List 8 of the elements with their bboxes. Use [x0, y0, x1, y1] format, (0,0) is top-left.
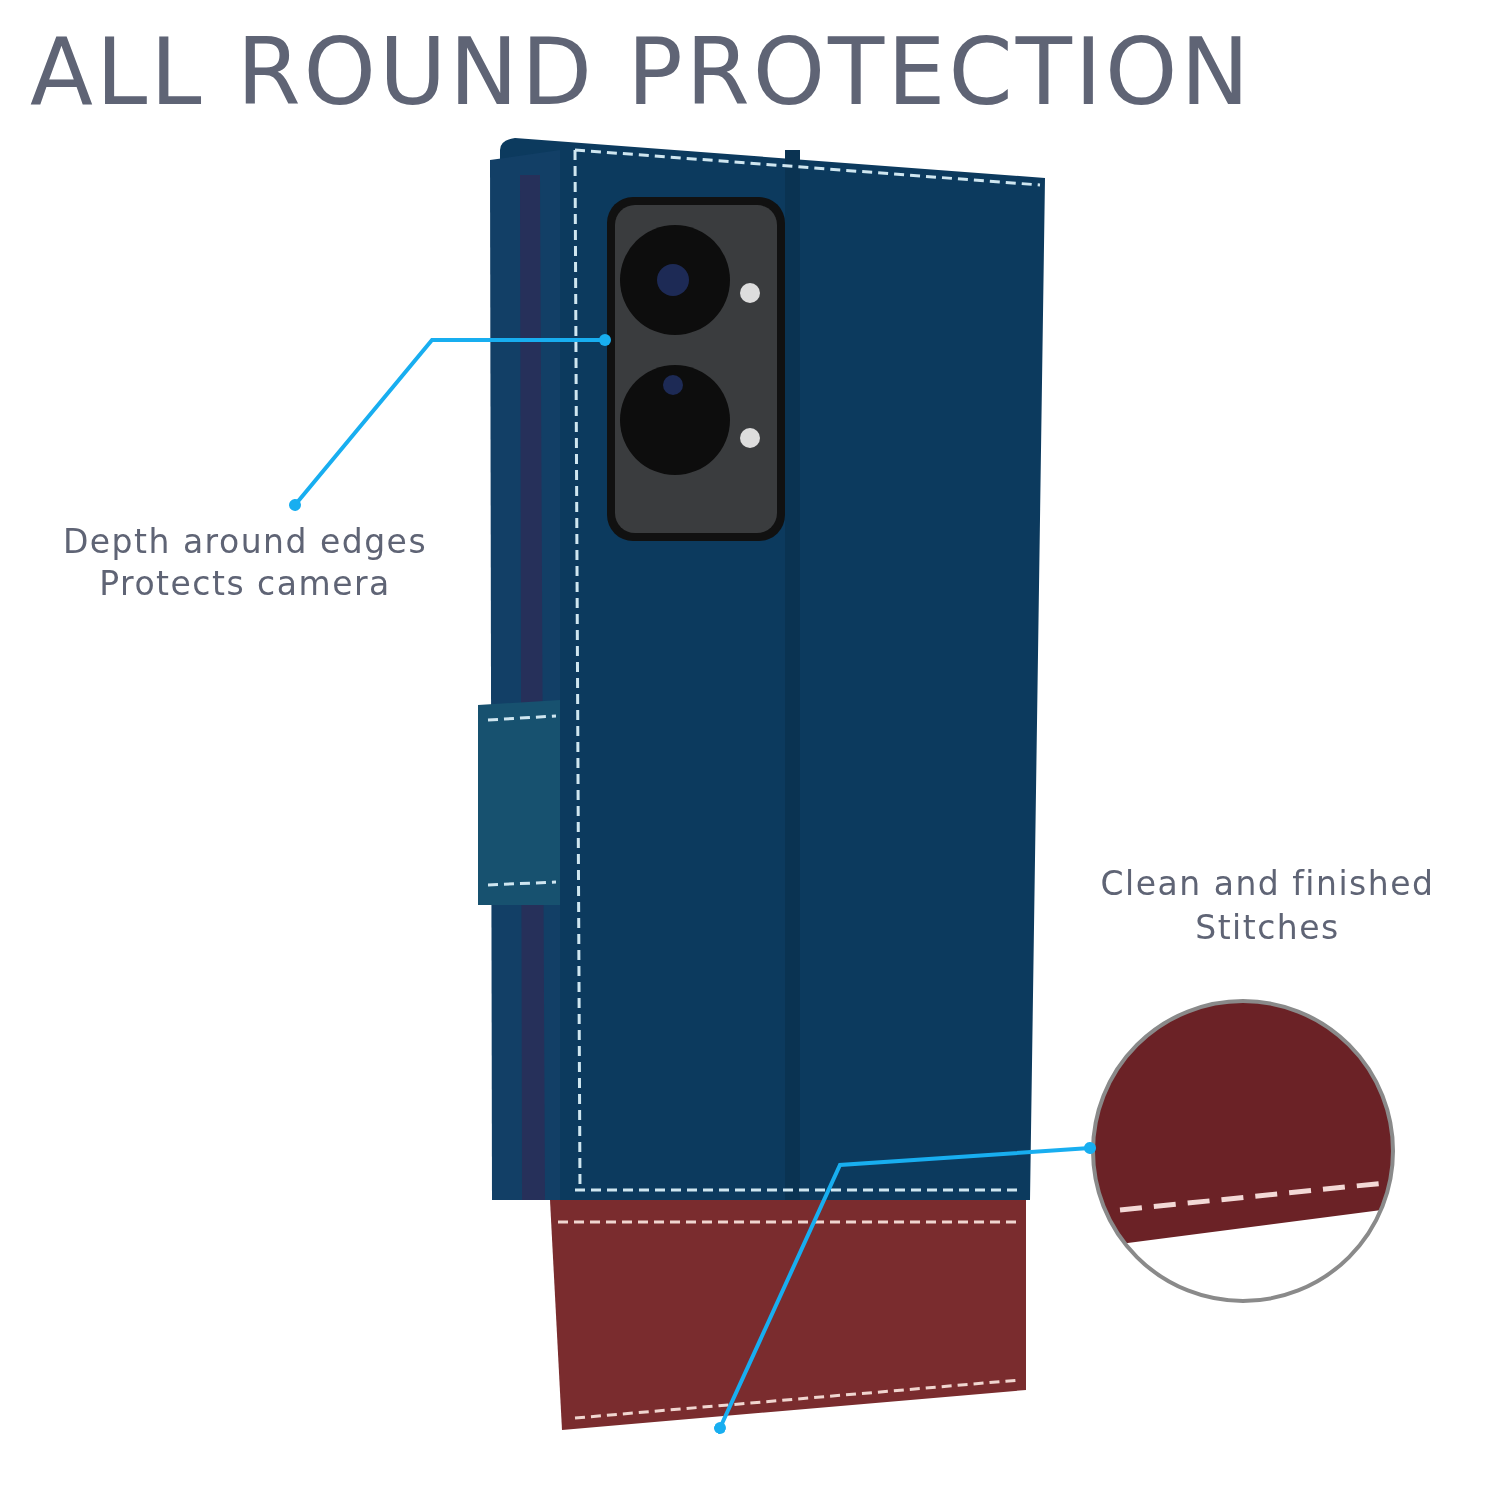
callout-text: Clean and finished Stitches	[1099, 863, 1436, 949]
leather-band-picture	[550, 1200, 1026, 1432]
callout-text: Depth around edges Protects camera	[61, 521, 429, 605]
zoom-circle-picture	[1090, 998, 1396, 1304]
leader-line	[289, 334, 611, 511]
leader-line	[714, 1142, 1096, 1434]
camera-module-picture	[605, 195, 787, 543]
title: ALL ROUND PROTECTION	[30, 18, 1254, 128]
